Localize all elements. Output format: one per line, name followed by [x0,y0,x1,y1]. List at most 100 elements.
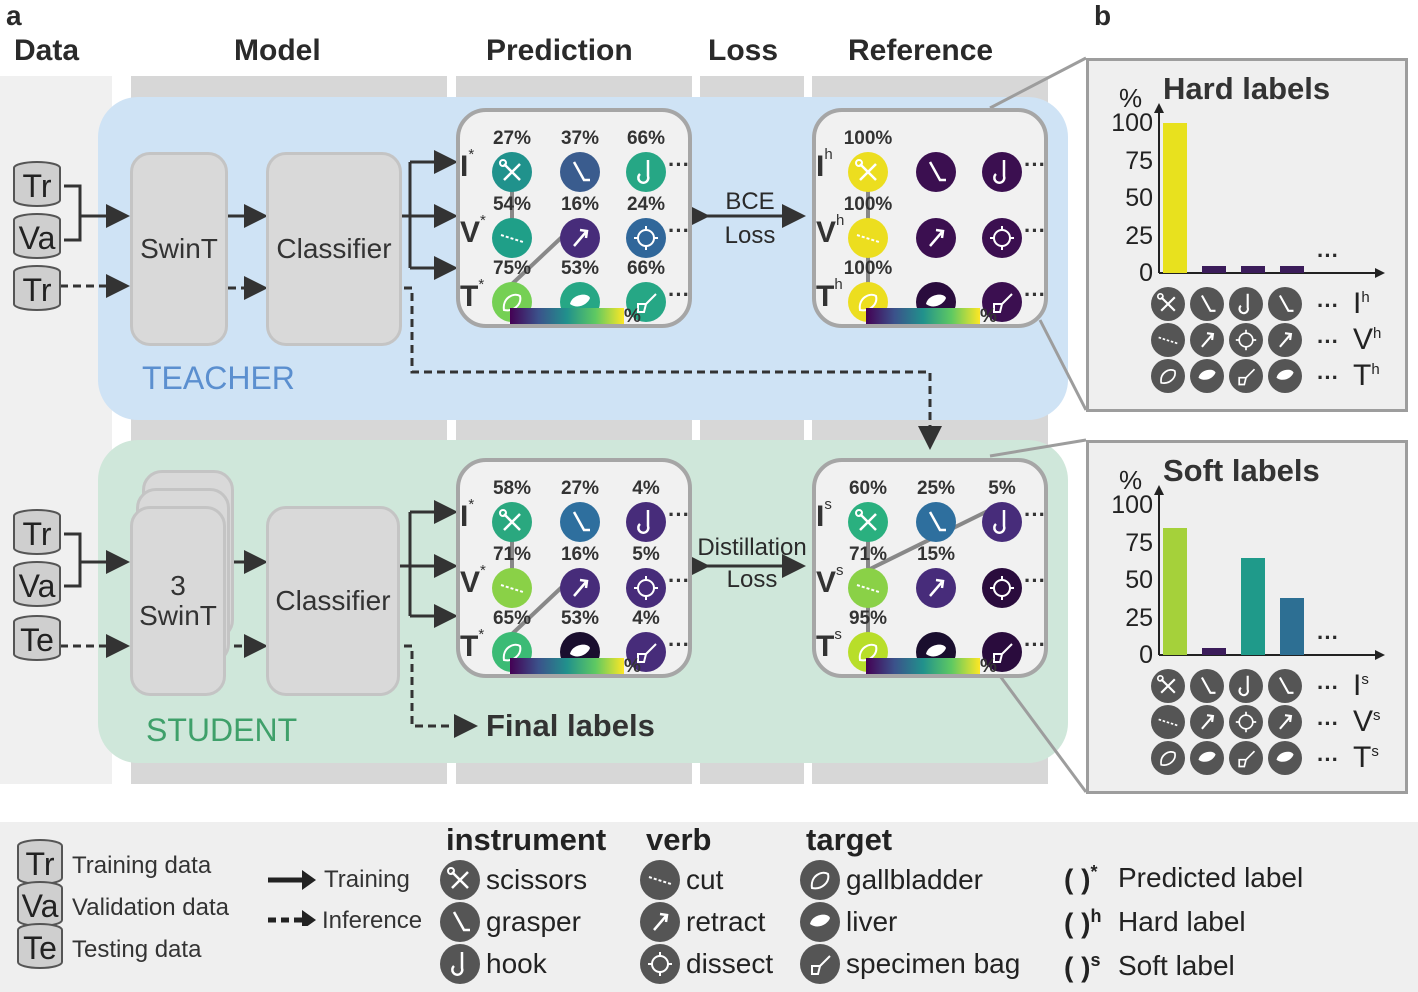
student-reference-cell-1-0 [848,568,888,608]
student-prediction-cell-1-1 [560,568,600,608]
legend-inference: Inference [322,907,423,934]
teacher-reference-more-1: ··· [1024,218,1046,243]
soft-labels-row-label-0: Is [1353,669,1369,702]
teacher-prediction-pct-1-0: 54% [492,194,532,215]
student-prediction-colorbar [510,658,624,674]
teacher-input-bracket [64,184,82,242]
student-reference-pct-0-1: 25% [916,478,956,499]
hard-labels-ytick-0: 100 [1111,109,1153,137]
soft-labels-title: Soft labels [1163,453,1320,488]
legend-target-2: specimen bag [846,948,1021,979]
teacher-prediction-pct-0-1: 37% [560,128,600,149]
legend-cyl-te: Te [16,922,64,969]
teacher-prediction-pct-1-1: 16% [560,194,600,215]
header-prediction: Prediction [486,34,633,67]
student-swint-box: 3 SwinT [130,506,226,696]
legend-verb-icon-0 [640,860,680,900]
panel-a-label: a [6,0,22,31]
soft-labels-icon-2-3 [1268,741,1302,775]
student-swint-count: 3 [170,570,186,601]
student-reference-pct-0-0: 60% [848,478,888,499]
student-reference-pct-0-2: 5% [988,478,1016,499]
hard-labels-ytick-2: 50 [1125,184,1153,212]
student-prediction-row-t: T* [460,626,485,663]
legend-target-0: gallbladder [846,864,983,895]
teacher-reference-colorbar-unit: % [980,306,997,327]
legend-data-1: Validation data [72,894,230,921]
teacher-reference-row-t: Th [816,276,843,313]
student-prediction-cell-1-2 [626,568,666,608]
teacher-prediction-cell-0-1 [560,152,600,192]
student-prediction-cell-0-1 [560,502,600,542]
teacher-prediction-row-i: I* [460,146,475,183]
student-prediction-cell-1-0 [492,568,532,608]
legend-cyl-te-text: Te [23,930,57,966]
soft-labels-icon-2-1 [1190,741,1224,775]
student-prediction-cell-0-0 [492,502,532,542]
teacher-prediction-colorbar [510,308,624,324]
student-prediction-pct-2-1: 53% [560,608,600,629]
student-prediction-pct-0-1: 27% [560,478,600,499]
teacher-reference-cell-1-1 [916,218,956,258]
legend-instrument-1: grasper [486,906,581,937]
soft-labels-row-more-0: ··· [1317,675,1339,700]
hard-labels-icon-0-1 [1190,287,1224,321]
teacher-reference-cell-0-2 [982,152,1022,192]
teacher-prediction-row-v: V* [460,212,486,249]
hard-labels-icon-1-3 [1268,323,1302,357]
legend-target-icon-0 [800,860,840,900]
teacher-prediction-cell-1-0 [492,218,532,258]
student-input-te-text: Te [20,622,54,658]
legend-verb-title: verb [646,822,712,857]
student-prediction-more-2: ··· [668,632,690,657]
teacher-swint-box: SwinT [130,152,228,346]
teacher-prediction-grid: I*27%37%66%···V*54%16%24%···T*75%53%66%·… [456,108,692,328]
teacher-input-tr-2: Tr [12,264,62,311]
student-prediction-row-i: I* [460,496,475,533]
soft-labels-row-label-1: Vs [1353,705,1381,738]
panel-b-label: b [1094,0,1112,31]
student-reference-cell-0-0 [848,502,888,542]
legend-target-1: liver [846,906,898,937]
header-data: Data [14,34,80,67]
teacher-reference-row-v: Vh [816,212,845,249]
student-reference-row-v: Vs [816,562,844,599]
distillation-loss-line1: Distillation [697,534,807,561]
legend-mark-2: Soft label [1118,950,1235,981]
hard-labels-icon-1-2 [1229,323,1263,357]
teacher-prediction-cell-2-2 [626,282,666,322]
student-prediction-row-v: V* [460,562,486,599]
student-reference-pct-1-0: 71% [848,544,888,565]
teacher-label: TEACHER [142,360,295,396]
student-input-tr: Tr [12,508,62,555]
teacher-reference-row-i: Ih [816,146,833,183]
student-input-bracket [64,532,82,588]
teacher-prediction-row-t: T* [460,276,485,313]
hard-labels-icon-0-2 [1229,287,1263,321]
legend-mark-paren-1: ( )h [1064,906,1102,939]
teacher-reference-pct-2-0: 100% [843,258,893,279]
student-reference-cell-1-2 [982,568,1022,608]
hard-labels-bar-2 [1241,265,1265,273]
hard-labels-icon-2-1 [1190,359,1224,393]
teacher-reference-colorbar [866,308,980,324]
soft-labels-icon-1-0 [1151,705,1185,739]
teacher-input-va: Va [12,212,62,259]
teacher-input-tr: Tr [12,160,62,207]
student-input-tr-text: Tr [22,516,52,552]
soft-labels-bar-0 [1163,527,1187,655]
soft-labels-icon-1-3 [1268,705,1302,739]
legend-verb-0: cut [686,864,724,895]
teacher-prediction-pct-0-2: 66% [626,128,666,149]
legend-verb-icon-1 [640,902,680,942]
student-prediction-more-1: ··· [668,568,690,593]
soft-labels-ytick-1: 75 [1125,528,1153,557]
legend-target-title: target [806,822,893,857]
teacher-reference-cell-2-2 [982,282,1022,322]
legend-instrument-icon-0 [440,860,480,900]
teacher-prediction-pct-2-2: 66% [626,258,666,279]
teacher-prediction-cell-1-1 [560,218,600,258]
